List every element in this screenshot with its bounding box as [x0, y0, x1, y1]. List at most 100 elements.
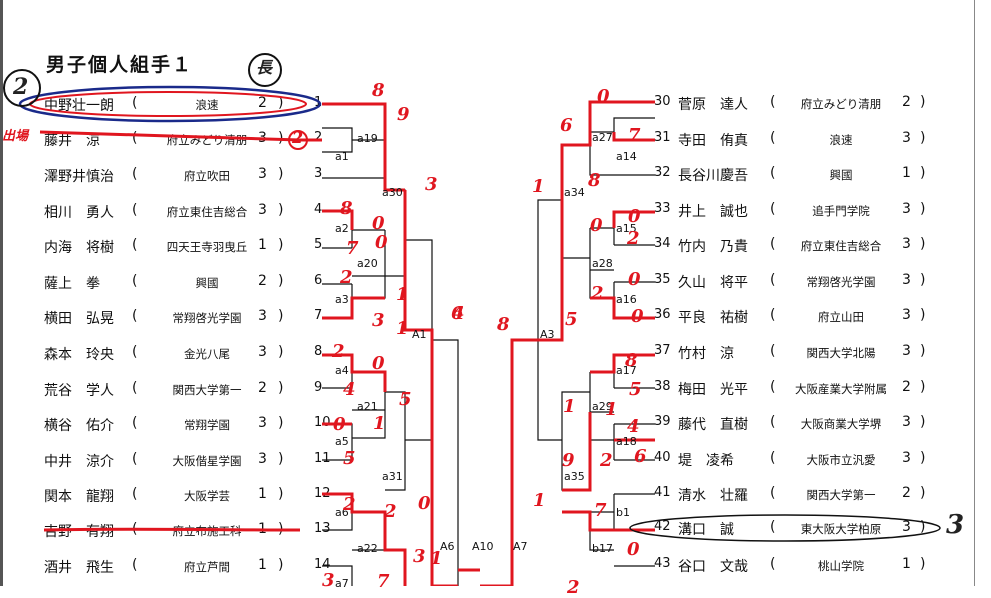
match-label-a4: a4: [335, 364, 349, 377]
match-label-A7: A7: [513, 540, 528, 553]
match-label-a14: a14: [616, 150, 637, 163]
entry-grade: 3: [902, 414, 911, 430]
entry-close-paren: ): [920, 343, 926, 359]
entry-number: 8: [314, 344, 323, 359]
entry-school: 大阪偕星学園: [172, 454, 242, 468]
entry-open-paren: (: [770, 343, 776, 359]
entry-close-paren: ): [278, 380, 284, 396]
match-label-a34: a34: [564, 186, 585, 199]
entry-name: 堤 凌希: [678, 453, 734, 469]
entry-name: 内海 将樹: [44, 240, 114, 256]
score-mark: 6: [560, 115, 573, 136]
entry-close-paren: ): [278, 451, 284, 467]
score-mark: 4: [627, 416, 640, 437]
bracket-red-winners: [300, 100, 655, 586]
entry-close-paren: ): [920, 236, 926, 252]
entry-open-paren: (: [770, 414, 776, 430]
entry-close-paren: ): [920, 272, 926, 288]
score-mark: 1: [396, 284, 409, 305]
match-label-b17: b17: [592, 542, 613, 555]
entry-number: 39: [654, 414, 671, 429]
entry-open-paren: (: [770, 307, 776, 323]
entry-close-paren: ): [920, 165, 926, 181]
score-mark: 2: [340, 267, 353, 288]
match-label-a29: a29: [592, 400, 613, 413]
entry-grade: 3: [902, 519, 911, 535]
score-mark: 5: [399, 389, 412, 410]
score-mark: 4: [343, 379, 356, 400]
entry-school: 大阪市立汎愛: [806, 453, 876, 467]
entry-number: 13: [314, 521, 331, 536]
match-label-a22: a22: [357, 542, 378, 555]
score-mark: 0: [628, 269, 641, 290]
entry-grade: 3: [258, 202, 267, 218]
entry-close-paren: ): [278, 237, 284, 253]
entry-close-paren: ): [278, 486, 284, 502]
score-mark: 1: [532, 176, 545, 197]
match-label-a5: a5: [335, 435, 349, 448]
entry-number: 34: [654, 236, 671, 251]
entry-close-paren: ): [920, 414, 926, 430]
entry-open-paren: (: [770, 201, 776, 217]
entry-school: 東大阪大学柏原: [800, 522, 882, 536]
entry-school: 桃山学院: [818, 559, 864, 573]
entry-open-paren: (: [132, 166, 138, 182]
entry-name: 澤野井慎治: [44, 169, 114, 185]
score-mark: 2: [627, 228, 640, 249]
score-mark: 9: [397, 104, 410, 125]
match-label-a27: a27: [592, 131, 613, 144]
entry-name: 荒谷 学人: [44, 383, 114, 399]
entry-open-paren: (: [770, 519, 776, 535]
match-label-a30: a30: [382, 186, 403, 199]
match-label-A3: A3: [540, 328, 555, 341]
entry-number: 35: [654, 272, 671, 287]
entry-name: 平良 祐樹: [678, 310, 748, 326]
score-mark: 5: [565, 309, 578, 330]
match-label-a35: a35: [564, 470, 585, 483]
score-mark: 8: [625, 350, 638, 371]
entry-open-paren: (: [770, 165, 776, 181]
entry-open-paren: (: [132, 486, 138, 502]
entry-number: 2: [314, 130, 323, 145]
entry-grade: 3: [258, 451, 267, 467]
entry-number: 9: [314, 380, 323, 395]
match-label-a28: a28: [592, 257, 613, 270]
entry-open-paren: (: [132, 237, 138, 253]
entry-number: 6: [314, 273, 323, 288]
entry-name: 竹村 涼: [678, 346, 734, 362]
entry-close-paren: ): [920, 450, 926, 466]
match-label-a1: a1: [335, 150, 349, 163]
score-mark: 1: [605, 399, 618, 420]
score-mark: 1: [373, 413, 386, 434]
entry-name: 藤井 涼: [44, 133, 100, 149]
entry-close-paren: ): [920, 94, 926, 110]
entry-open-paren: (: [132, 273, 138, 289]
score-mark: 0: [333, 414, 346, 435]
entry-school: 追手門学院: [812, 204, 870, 218]
entry-close-paren: ): [278, 415, 284, 431]
match-label-a2: a2: [335, 222, 349, 235]
score-mark: 7: [628, 125, 641, 146]
entry-grade: 3: [902, 343, 911, 359]
entry-close-paren: ): [920, 130, 926, 146]
entry-grade: 3: [258, 166, 267, 182]
entry-grade: 2: [902, 379, 911, 395]
entry-name: 中野壮一朗: [44, 98, 114, 114]
entry-grade: 1: [258, 557, 267, 573]
entry-grade: 2: [258, 273, 267, 289]
entry-grade: 2: [902, 485, 911, 501]
entry-number: 5: [314, 237, 323, 252]
score-mark: 0: [418, 493, 431, 514]
entry-grade: 3: [902, 450, 911, 466]
entry-close-paren: ): [278, 202, 284, 218]
entry-name: 相川 勇人: [44, 205, 114, 221]
entry-grade: 2: [258, 380, 267, 396]
entry-name: 寺田 侑真: [678, 133, 748, 149]
entry-grade: 3: [902, 236, 911, 252]
entry-name: 清水 壮羅: [678, 488, 748, 504]
match-label-a15: a15: [616, 222, 637, 235]
score-mark: 2: [591, 283, 604, 304]
entry-open-paren: (: [132, 380, 138, 396]
score-mark: 8: [497, 314, 510, 335]
strike-lines: [39, 130, 301, 532]
